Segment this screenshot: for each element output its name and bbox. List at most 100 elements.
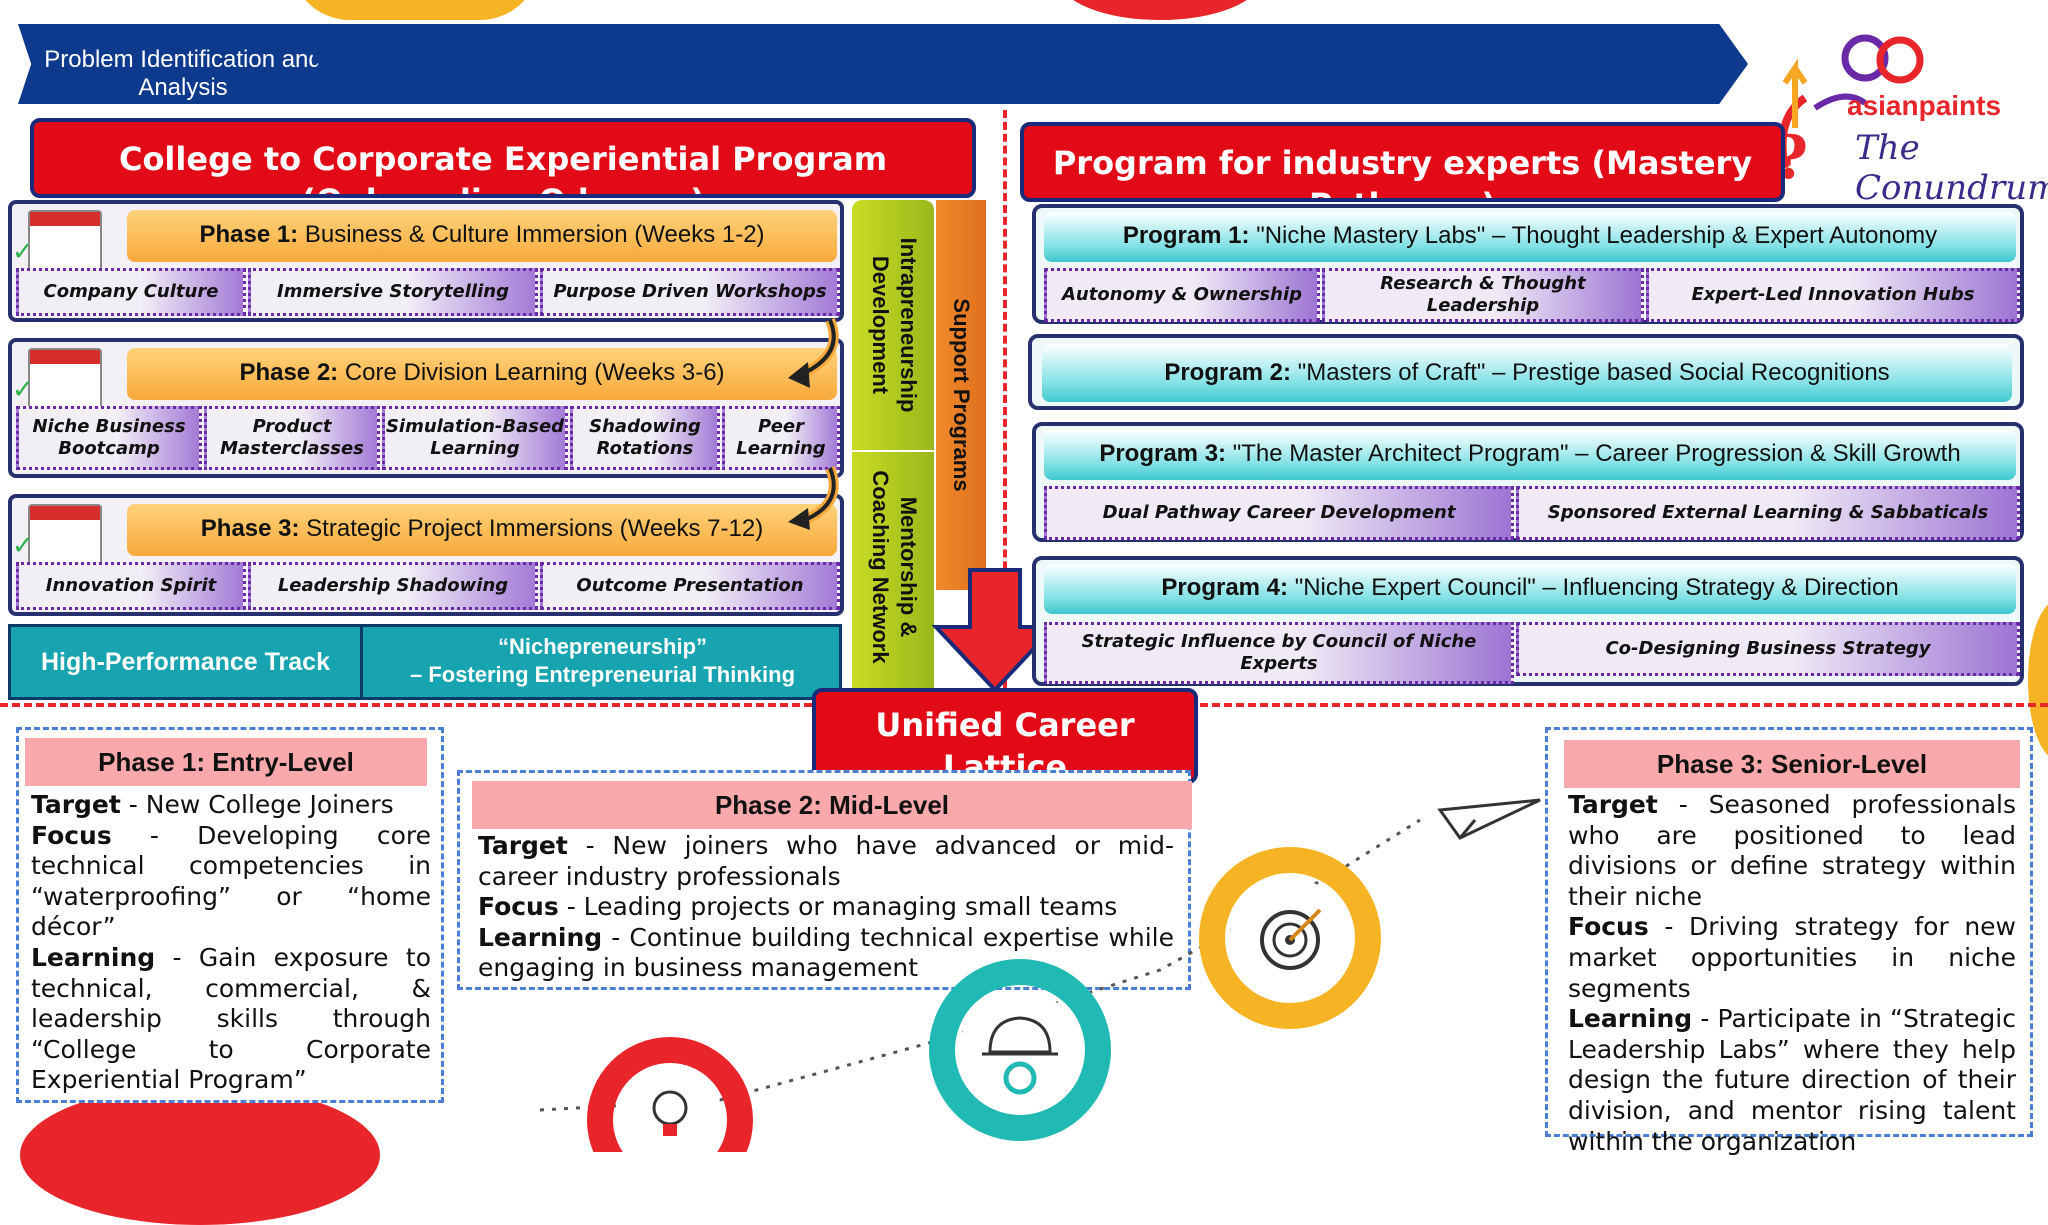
entry-level-title: Phase 1: Entry-Level bbox=[25, 738, 427, 786]
deco-orange-top bbox=[290, 0, 540, 20]
calendar-icon bbox=[28, 210, 102, 272]
company-logo: ? asianpaints The Conundrum bbox=[1755, 28, 2048, 208]
high-performance-track: High-Performance Track “Nichepreneurship… bbox=[8, 624, 842, 700]
program-1-text: "Niche Mastery Labs" – Thought Leadershi… bbox=[1256, 222, 1938, 249]
phase-3-chips: Innovation Spirit Leadership Shadowing O… bbox=[16, 562, 840, 610]
target-icon bbox=[1199, 847, 1381, 1029]
deco-red-bottom bbox=[20, 1085, 380, 1225]
chevron-step-6 bbox=[1388, 24, 1748, 104]
program-1-row: Program 1: "Niche Mastery Labs" – Though… bbox=[1032, 204, 2024, 324]
phase-1-text: Business & Culture Immersion (Weeks 1-2) bbox=[304, 221, 765, 248]
chip-simulation-learning: Simulation-Based Learning bbox=[382, 406, 568, 470]
phase-2-text: Core Division Learning (Weeks 3-6) bbox=[344, 359, 725, 386]
senior-learning: Participate in “Strategic Leadership Lab… bbox=[1568, 1004, 2016, 1156]
right-panel-header-text: Program for industry experts (Mastery Pa… bbox=[1052, 144, 1753, 198]
chevron-step-2 bbox=[292, 24, 622, 104]
mid-level-body: Target - New joiners who have advanced o… bbox=[478, 831, 1175, 983]
mid-learning-label: Learning bbox=[478, 922, 603, 952]
track-label: High-Performance Track bbox=[11, 627, 363, 697]
chevron-step-5 bbox=[1114, 24, 1444, 104]
logo-brand: asianpaints bbox=[1847, 90, 2002, 121]
chip-autonomy: Autonomy & Ownership bbox=[1044, 268, 1320, 322]
program-4-text: "Niche Expert Council" – Influencing Str… bbox=[1294, 574, 1899, 601]
phase-2-row: ✓ Phase 2: Core Division Learning (Weeks… bbox=[8, 338, 844, 478]
entry-focus-label: Focus bbox=[31, 820, 112, 850]
phase-1-row: ✓ Phase 1: Business & Culture Immersion … bbox=[8, 200, 844, 322]
deco-red-top bbox=[1060, 0, 1260, 20]
left-panel-header: College to Corporate Experiential Progra… bbox=[30, 118, 976, 198]
phase-3-title: Phase 3: Strategic Project Immersions (W… bbox=[127, 504, 837, 556]
support-programs-label: Support Programs bbox=[949, 298, 974, 492]
phase-3-text: Strategic Project Immersions (Weeks 7-12… bbox=[306, 515, 764, 542]
left-panel-header-text: College to Corporate Experiential Progra… bbox=[118, 140, 888, 194]
mentorship-bar: Mentorship & Coaching Network bbox=[852, 452, 934, 700]
chip-research-leadership: Research & Thought Leadership bbox=[1322, 268, 1644, 322]
phase-2-num: Phase 2: bbox=[239, 359, 339, 386]
program-3-row: Program 3: "The Master Architect Program… bbox=[1032, 422, 2024, 542]
chip-co-designing: Co-Designing Business Strategy bbox=[1516, 622, 2020, 676]
phase-3-num: Phase 3: bbox=[200, 515, 300, 542]
senior-focus: Driving strategy for new market opportun… bbox=[1568, 912, 2016, 1003]
check-icon: ✓ bbox=[12, 236, 34, 266]
mid-focus-label: Focus bbox=[478, 892, 559, 922]
check-icon: ✓ bbox=[12, 530, 34, 560]
chevron-step-3 bbox=[566, 24, 896, 104]
program-2-row: Program 2: "Masters of Craft" – Prestige… bbox=[1028, 334, 2024, 410]
lightbulb-icon bbox=[587, 1037, 753, 1152]
chip-purpose-workshops: Purpose Driven Workshops bbox=[540, 268, 840, 316]
senior-target: Seasoned professionals who are positione… bbox=[1568, 790, 2016, 911]
program-1-num: Program 1: bbox=[1122, 222, 1250, 249]
program-2-num: Program 2: bbox=[1164, 359, 1292, 386]
chip-innovation-hubs: Expert-Led Innovation Hubs bbox=[1646, 268, 2020, 322]
entry-target-label: Target bbox=[31, 790, 121, 819]
phase-2-chips: Niche Business Bootcamp Product Mastercl… bbox=[16, 406, 840, 470]
down-arrow-icon bbox=[931, 568, 1059, 693]
phase-1-title: Phase 1: Business & Culture Immersion (W… bbox=[127, 210, 837, 262]
program-3-title: Program 3: "The Master Architect Program… bbox=[1044, 430, 2016, 480]
phase-1-chips: Company Culture Immersive Storytelling P… bbox=[16, 268, 840, 316]
chip-peer-learning: Peer Learning bbox=[722, 406, 840, 470]
chip-external-learning: Sponsored External Learning & Sabbatical… bbox=[1516, 486, 2020, 540]
senior-level-box: Phase 3: Senior-Level Target - Seasoned … bbox=[1545, 727, 2033, 1156]
right-panel-header: Program for industry experts (Mastery Pa… bbox=[1020, 122, 1785, 202]
calendar-icon bbox=[28, 348, 102, 410]
chip-outcome-presentation: Outcome Presentation bbox=[540, 562, 840, 610]
program-4-row: Program 4: "Niche Expert Council" – Infl… bbox=[1032, 556, 2024, 686]
mid-learning: Continue building technical expertise wh… bbox=[478, 922, 1174, 983]
chip-immersive-storytelling: Immersive Storytelling bbox=[248, 268, 538, 316]
phase-arrows bbox=[788, 318, 839, 530]
senior-learning-label: Learning bbox=[1568, 1004, 1693, 1034]
senior-focus-label: Focus bbox=[1568, 912, 1649, 942]
program-3-num: Program 3: bbox=[1099, 440, 1227, 467]
chip-innovation-spirit: Innovation Spirit bbox=[16, 562, 246, 610]
mid-focus: Leading projects or managing small teams bbox=[583, 892, 1118, 922]
senior-level-title: Phase 3: Senior-Level bbox=[1564, 740, 2020, 788]
entry-focus: Developing core technical competencies i… bbox=[31, 820, 431, 942]
chevron-step-1-label: Problem Identification and Analysis bbox=[44, 46, 322, 101]
track-line-1: “Nichepreneurship” bbox=[497, 634, 708, 659]
entry-level-box: Phase 1: Entry-Level Target - New Colleg… bbox=[16, 727, 444, 1103]
chip-shadowing-rotations: Shadowing Rotations bbox=[570, 406, 720, 470]
mid-level-title: Phase 2: Mid-Level bbox=[472, 781, 1192, 829]
program-4-num: Program 4: bbox=[1161, 574, 1289, 601]
entry-learning-label: Learning bbox=[31, 942, 156, 972]
chip-niche-bootcamp: Niche Business Bootcamp bbox=[16, 406, 202, 470]
track-line-2: – Fostering Entrepreneurial Thinking bbox=[409, 662, 796, 687]
program-2-text: "Masters of Craft" – Prestige based Soci… bbox=[1297, 359, 1890, 386]
check-icon: ✓ bbox=[12, 374, 34, 404]
program-3-text: "The Master Architect Program" – Career … bbox=[1232, 440, 1961, 467]
entry-learning: Gain exposure to technical, commercial, … bbox=[31, 942, 431, 1095]
program-2-title: Program 2: "Masters of Craft" – Prestige… bbox=[1042, 344, 2012, 402]
engineer-helmet-icon bbox=[929, 959, 1111, 1141]
chip-strategic-influence: Strategic Influence by Council of Niche … bbox=[1044, 622, 1514, 684]
support-programs-bar: Support Programs bbox=[936, 200, 986, 590]
track-subtitle: “Nichepreneurship” – Fostering Entrepren… bbox=[366, 633, 839, 689]
chip-dual-pathway: Dual Pathway Career Development bbox=[1044, 486, 1514, 540]
chip-company-culture: Company Culture bbox=[16, 268, 246, 316]
deco-orange-right bbox=[2028, 600, 2048, 760]
entry-target: New College Joiners bbox=[145, 790, 394, 819]
program-1-title: Program 1: "Niche Mastery Labs" – Though… bbox=[1044, 212, 2016, 262]
mentorship-label: Mentorship & Coaching Network bbox=[868, 470, 921, 664]
phase-3-row: ✓ Phase 3: Strategic Project Immersions … bbox=[8, 494, 844, 616]
senior-target-label: Target bbox=[1568, 790, 1658, 819]
